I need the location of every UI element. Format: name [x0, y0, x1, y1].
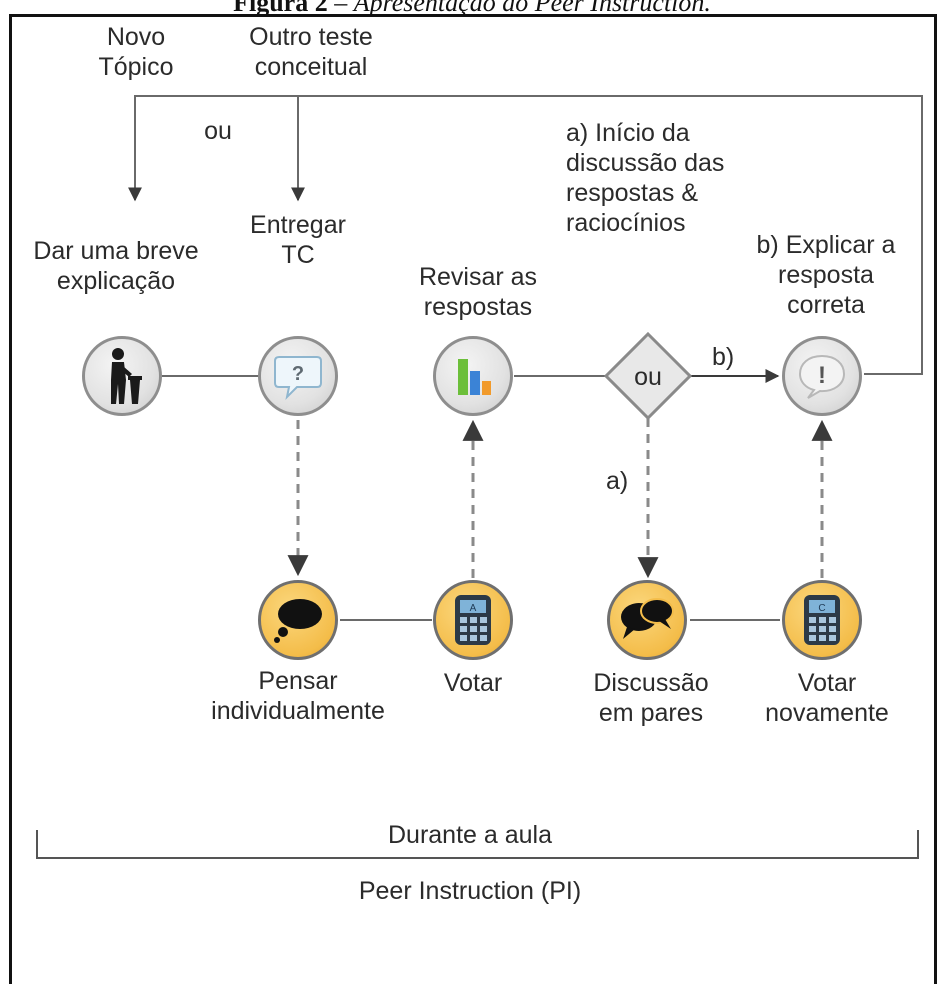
decision-diamond — [603, 331, 693, 421]
node-think — [258, 580, 338, 660]
node-question: ? — [258, 336, 338, 416]
svg-text:A: A — [470, 603, 477, 614]
bar-chart-icon — [458, 359, 491, 395]
teacher-at-lectern-icon — [111, 348, 142, 404]
node-discuss — [607, 580, 687, 660]
label-b-branch: b) — [712, 343, 735, 371]
node-teacher — [82, 336, 162, 416]
label-peer-instruction: Peer Instruction (PI) — [358, 877, 582, 905]
chat-bubbles-icon — [621, 598, 674, 639]
label-durante-aula: Durante a aula — [387, 821, 552, 849]
feedback-loop-line — [128, 95, 923, 375]
label-ou-top: ou — [204, 117, 232, 145]
node-vote: A — [433, 580, 513, 660]
question-bubble-icon: ? — [274, 356, 322, 401]
figure-frame — [9, 14, 937, 984]
svg-text:!: ! — [818, 362, 826, 389]
exclamation-bubble-icon: ! — [798, 354, 846, 399]
clicker-c-icon: C — [804, 595, 840, 645]
thought-bubble-icon — [274, 599, 322, 643]
svg-text:?: ? — [292, 363, 304, 385]
node-chart — [433, 336, 513, 416]
label-votar: Votar — [443, 669, 503, 697]
label-a-branch: a) — [606, 467, 629, 495]
svg-text:C: C — [818, 603, 825, 614]
label-ou-diamond: ou — [634, 363, 662, 391]
node-exclamation: ! — [782, 336, 862, 416]
figure-caption: Figura 2 – Apresentação do Peer Instruct… — [233, 0, 711, 17]
clicker-a-icon: A — [455, 595, 491, 645]
node-revote: C — [782, 580, 862, 660]
durante-bracket — [36, 830, 919, 859]
